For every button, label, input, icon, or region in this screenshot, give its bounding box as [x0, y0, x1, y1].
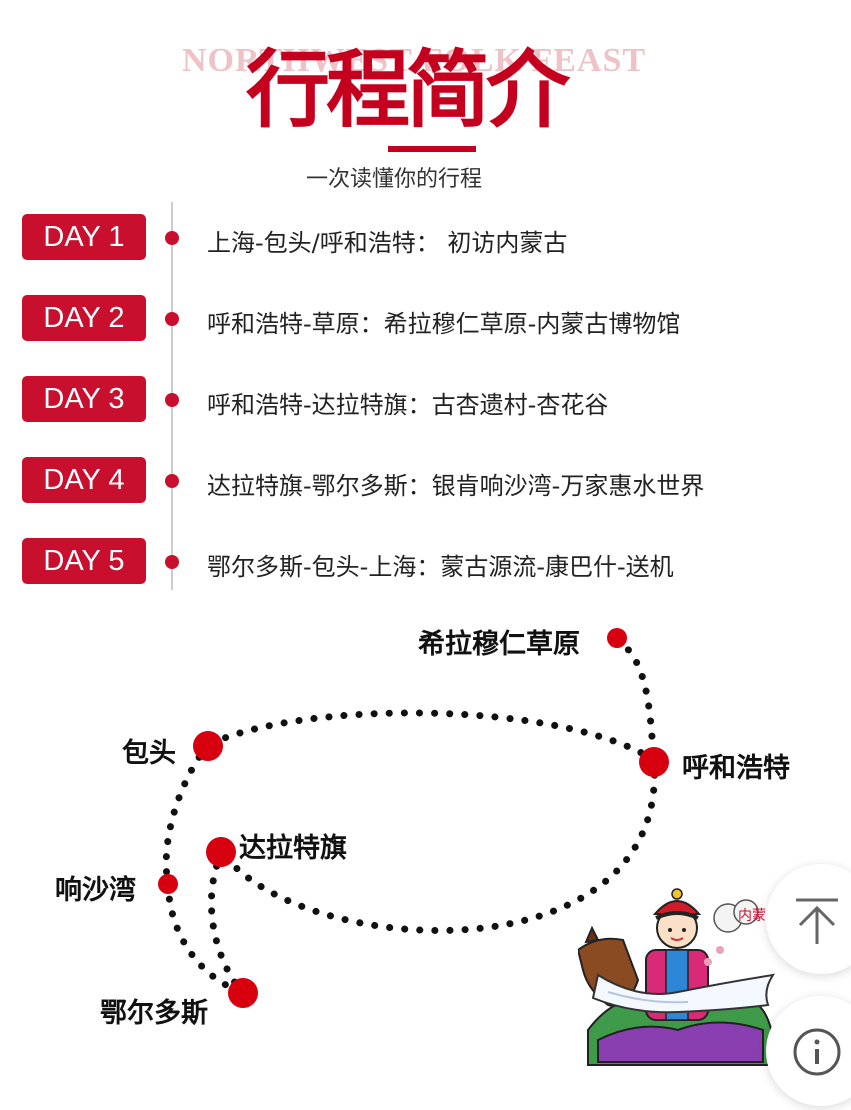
back-to-top-button[interactable]: [766, 864, 851, 974]
city-label-baotou: 包头: [122, 738, 176, 769]
info-button[interactable]: [766, 996, 851, 1106]
route-map: [158, 628, 669, 1008]
page-title: 行程简介: [246, 41, 570, 139]
city-marker-hohhot: [639, 747, 669, 777]
city-marker-xiangshawan: [158, 874, 178, 894]
route-hohhot-baotou: [204, 709, 658, 764]
city-marker-baotou: [193, 731, 223, 761]
header-watermark: NORTHWEST FOLK FEAST: [182, 42, 647, 79]
day-2-badge: DAY 2: [22, 295, 146, 341]
day-3-dot: [165, 393, 179, 407]
day-3-badge: DAY 3: [22, 376, 146, 422]
title-underline: [388, 146, 476, 152]
day-3-text: 呼和浩特-达拉特旗：古杏遗村-杏花谷: [207, 391, 609, 419]
city-marker-xilamuren: [607, 628, 627, 648]
day-1-badge: DAY 1: [22, 214, 146, 260]
day-5-badge: DAY 5: [22, 538, 146, 584]
page-subtitle: 一次读懂你的行程: [306, 167, 483, 192]
arrow-up-to-line-icon: [796, 898, 838, 944]
city-label-xiangshawan: 响沙湾: [55, 875, 136, 906]
route-baotou-xiangshawan: [162, 741, 212, 888]
city-marker-ordos: [228, 978, 258, 1008]
day-2-text: 呼和浩特-草原：希拉穆仁草原-内蒙古博物馆: [207, 310, 681, 338]
city-label-hohhot: 呼和浩特: [682, 753, 790, 784]
day-1-text: 上海-包头/呼和浩特： 初访内蒙古: [207, 229, 568, 257]
city-label-xilamuren: 希拉穆仁草原: [418, 629, 580, 660]
day-4-dot: [165, 474, 179, 488]
city-label-ordos: 鄂尔多斯: [100, 998, 208, 1029]
day-4-text: 达拉特旗-鄂尔多斯：银肯响沙湾-万家惠水世界: [207, 472, 705, 500]
day-5-text: 鄂尔多斯-包头-上海：蒙古源流-康巴什-送机: [207, 553, 674, 581]
day-1-dot: [165, 231, 179, 245]
mongolian-girl-illustration: 内蒙古: [578, 888, 778, 1066]
day-4-badge: DAY 4: [22, 457, 146, 503]
day-2-dot: [165, 312, 179, 326]
route-xilamuren-hohhot: [613, 636, 658, 764]
info-circle-icon: [793, 1028, 841, 1076]
route-xiangshawan-ordos: [164, 880, 246, 996]
route-dalateqi-ordos: [207, 848, 246, 996]
city-marker-dalateqi: [206, 837, 236, 867]
day-5-dot: [165, 555, 179, 569]
city-label-dalateqi: 达拉特旗: [239, 833, 347, 864]
